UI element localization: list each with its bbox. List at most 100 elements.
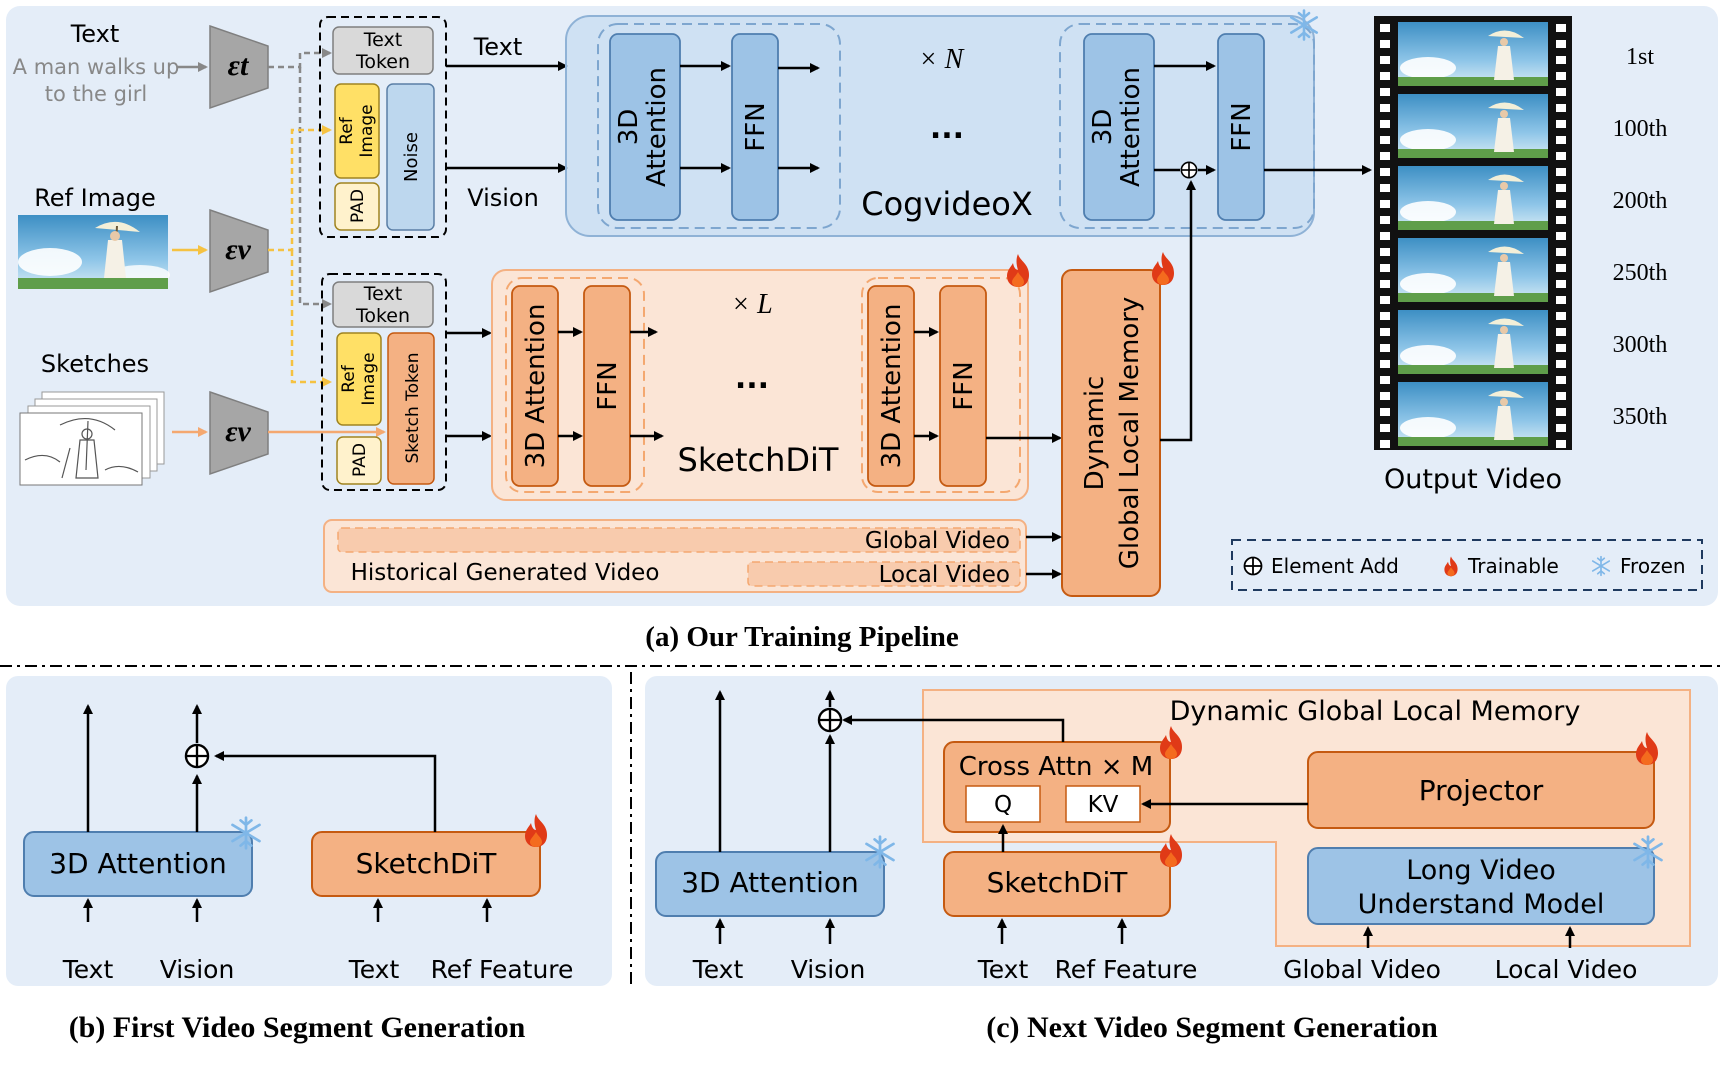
- frame-index-label: 350th: [1613, 404, 1668, 430]
- svg-text:Text: Text: [363, 29, 402, 51]
- sketchdit-layer-first: [505, 277, 645, 493]
- film-perforation: [1556, 312, 1566, 320]
- film-perforation: [1380, 344, 1390, 352]
- ref-image-thumbnail: [18, 215, 170, 289]
- historical-video-box: Global Video Local Video Historical Gene…: [323, 519, 1027, 593]
- film-perforation: [1556, 216, 1566, 224]
- c-input-text: Text: [692, 955, 744, 984]
- ref-image-token-top: Ref Image: [334, 83, 380, 179]
- film-perforation: [1556, 184, 1566, 192]
- b-sketchdit: SketchDiT: [311, 831, 541, 897]
- cog-ffn-1: FFN: [731, 33, 779, 221]
- svg-text:SketchDiT: SketchDiT: [987, 866, 1129, 899]
- film-perforation: [1556, 56, 1566, 64]
- film-perforation: [1556, 72, 1566, 80]
- repeat-n-label: × N: [919, 44, 965, 75]
- film-perforation: [1380, 152, 1390, 160]
- svg-text:FFN: FFN: [949, 361, 979, 410]
- film-perforation: [1380, 376, 1390, 384]
- svg-text:Ref: Ref: [337, 116, 357, 145]
- svg-text:Q: Q: [994, 792, 1012, 818]
- cog-3d-attention-2: 3D Attention: [1083, 33, 1155, 221]
- svg-text:Attention: Attention: [1116, 67, 1146, 187]
- global-video-label: Global Video: [865, 528, 1010, 554]
- film-perforation: [1556, 248, 1566, 256]
- film-perforation: [1556, 168, 1566, 176]
- legend: Element Add Trainable Frozen: [1231, 539, 1703, 591]
- c-input-vision: Vision: [791, 955, 866, 984]
- text-token-top: Text Token: [332, 26, 434, 75]
- element-add-icon: [184, 743, 210, 769]
- film-perforation: [1556, 24, 1566, 32]
- cogvideox-layer-last: [1059, 23, 1315, 229]
- svg-text:3D Attention: 3D Attention: [681, 866, 859, 899]
- sketchdit-layer-last: [861, 277, 1021, 493]
- caption-c: (c) Next Video Segment Generation: [986, 1011, 1438, 1044]
- film-perforation: [1380, 40, 1390, 48]
- legend-frozen: Frozen: [1620, 554, 1686, 578]
- film-perforation: [1380, 104, 1390, 112]
- b-input-ref-feature: Ref Feature: [431, 955, 574, 984]
- svg-text:Noise: Noise: [401, 132, 422, 182]
- ellipsis: ...: [735, 361, 769, 396]
- text-token-bottom: Text Token: [332, 281, 434, 328]
- film-perforation: [1556, 88, 1566, 96]
- sketch-ffn-1: FFN: [583, 285, 631, 487]
- film-perforation: [1380, 440, 1390, 448]
- sketch-token-group: [321, 273, 447, 491]
- legend-element-add: Element Add: [1271, 554, 1399, 578]
- svg-text:Global Local Memory: Global Local Memory: [1115, 297, 1145, 570]
- film-perforation: [1380, 168, 1390, 176]
- local-video-label: Local Video: [879, 562, 1010, 588]
- cogvideox-layer-first: [597, 23, 841, 229]
- svg-text:Image: Image: [359, 352, 379, 405]
- sketchdit-label: SketchDiT: [678, 441, 839, 479]
- c-sketchdit: SketchDiT: [943, 851, 1171, 917]
- film-perforation: [1380, 232, 1390, 240]
- svg-text:3D: 3D: [614, 109, 644, 146]
- prompt-text: to the girl: [45, 82, 148, 106]
- film-perforation: [1380, 56, 1390, 64]
- svg-text:εv: εv: [225, 415, 251, 448]
- film-perforation: [1380, 328, 1390, 336]
- sketch-ffn-2: FFN: [939, 285, 987, 487]
- c-3d-attention: 3D Attention: [655, 851, 885, 917]
- svg-text:PAD: PAD: [348, 189, 368, 223]
- svg-text:Dynamic: Dynamic: [1080, 376, 1110, 491]
- c-input-ref-feature: Ref Feature: [1055, 955, 1198, 984]
- film-perforation: [1380, 136, 1390, 144]
- film-perforation: [1380, 184, 1390, 192]
- film-perforation: [1556, 360, 1566, 368]
- film-perforation: [1556, 136, 1566, 144]
- video-frame: [1398, 238, 1548, 302]
- frame-index-label: 100th: [1613, 116, 1668, 142]
- svg-text:3D Attention: 3D Attention: [49, 847, 227, 880]
- film-perforation: [1380, 88, 1390, 96]
- film-perforation: [1556, 408, 1566, 416]
- pad-token-bottom: PAD: [336, 436, 382, 485]
- cog-ffn-2: FFN: [1217, 33, 1265, 221]
- vision-encoder-sketch: εv: [209, 390, 269, 476]
- video-frame: [1398, 382, 1548, 446]
- output-video-filmstrip: [1374, 16, 1572, 450]
- video-frame: [1398, 94, 1548, 158]
- noise-token: Noise: [386, 83, 435, 231]
- svg-text:Ref: Ref: [339, 364, 359, 393]
- film-perforation: [1380, 24, 1390, 32]
- svg-text:FFN: FFN: [1227, 102, 1257, 151]
- film-perforation: [1556, 440, 1566, 448]
- historical-video-label: Historical Generated Video: [351, 560, 660, 586]
- svg-text:Cross Attn × M: Cross Attn × M: [959, 752, 1153, 782]
- svg-text:PAD: PAD: [350, 443, 370, 477]
- text-encoder: εt: [209, 24, 269, 110]
- svg-text:Text: Text: [363, 283, 402, 305]
- c-q-box: Q: [965, 785, 1041, 823]
- svg-text:Sketch Token: Sketch Token: [403, 352, 423, 463]
- dynamic-memory-block: Dynamic Global Local Memory: [1061, 269, 1161, 597]
- film-perforation: [1380, 424, 1390, 432]
- film-perforation: [1556, 280, 1566, 288]
- b-3d-attention: 3D Attention: [23, 831, 253, 897]
- element-add-icon: [817, 707, 843, 733]
- film-perforation: [1380, 296, 1390, 304]
